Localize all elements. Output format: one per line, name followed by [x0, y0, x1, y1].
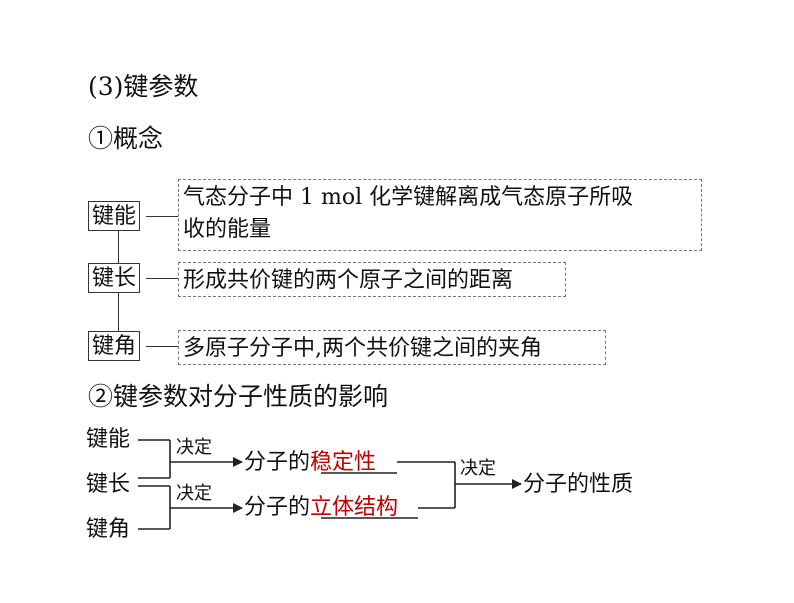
definition-line: 气态分子中 1 mol 化学键解离成气态原子所吸 — [183, 185, 634, 210]
term-bond-angle: 键角 — [88, 331, 141, 361]
param-bond-energy: 键能 — [86, 427, 131, 452]
param-bond-length: 键长 — [86, 472, 131, 497]
decide-label-final: 决定 — [460, 458, 496, 479]
decide-label-2: 决定 — [176, 483, 212, 504]
connector-line — [118, 231, 119, 263]
result-structure: 分子的立体结构 — [244, 494, 398, 522]
term-bond-energy: 键能 — [88, 201, 141, 231]
connector-line — [146, 278, 178, 279]
blank-answer-stability: 稳定性 — [310, 450, 377, 475]
subheading-concept: ①概念 — [88, 124, 164, 153]
term-bond-length: 键长 — [88, 263, 141, 293]
definition-bond-length: 形成共价键的两个原子之间的距离 — [178, 262, 566, 297]
result-prefix: 分子的 — [244, 495, 311, 520]
definition-bond-angle: 多原子分子中,两个共价键之间的夹角 — [178, 330, 606, 365]
definition-line: 收的能量 — [183, 217, 272, 242]
definition-line: 多原子分子中,两个共价键之间的夹角 — [183, 336, 542, 361]
final-result: 分子的性质 — [523, 472, 634, 497]
result-prefix: 分子的 — [244, 450, 311, 475]
connector-line — [146, 346, 178, 347]
decide-label-1: 决定 — [176, 437, 212, 458]
param-bond-angle: 键角 — [86, 517, 131, 542]
section-heading: (3)键参数 — [88, 72, 199, 101]
connector-line — [118, 293, 119, 331]
definition-bond-energy: 气态分子中 1 mol 化学键解离成气态原子所吸 收的能量 — [178, 179, 702, 251]
definition-line: 形成共价键的两个原子之间的距离 — [183, 268, 514, 293]
result-stability: 分子的稳定性 — [244, 449, 376, 477]
blank-answer-structure: 立体结构 — [310, 495, 399, 520]
connector-line — [146, 216, 178, 217]
subheading-influence: ②键参数对分子性质的影响 — [88, 382, 389, 411]
